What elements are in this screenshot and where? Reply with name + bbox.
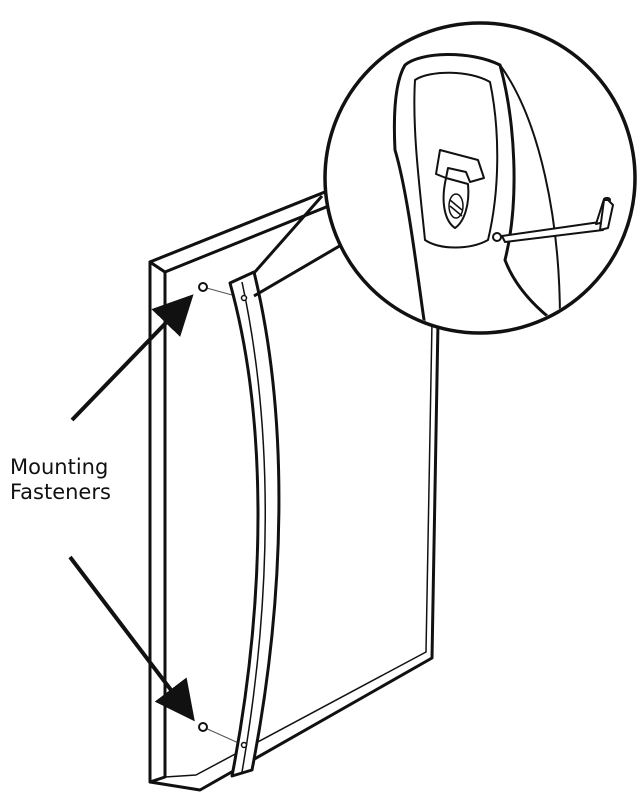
hex-key-icon	[501, 196, 614, 243]
detail-magnifier	[323, 21, 637, 335]
door-handle	[228, 270, 281, 778]
screw-icon	[198, 282, 208, 732]
label-line-2: Fasteners	[10, 480, 111, 504]
mounting-fasteners-label: Mounting Fasteners	[10, 455, 111, 505]
callout-arrows	[68, 294, 195, 722]
arrow-lower	[68, 555, 195, 722]
arrow-upper	[70, 294, 194, 422]
label-line-1: Mounting	[10, 455, 109, 479]
